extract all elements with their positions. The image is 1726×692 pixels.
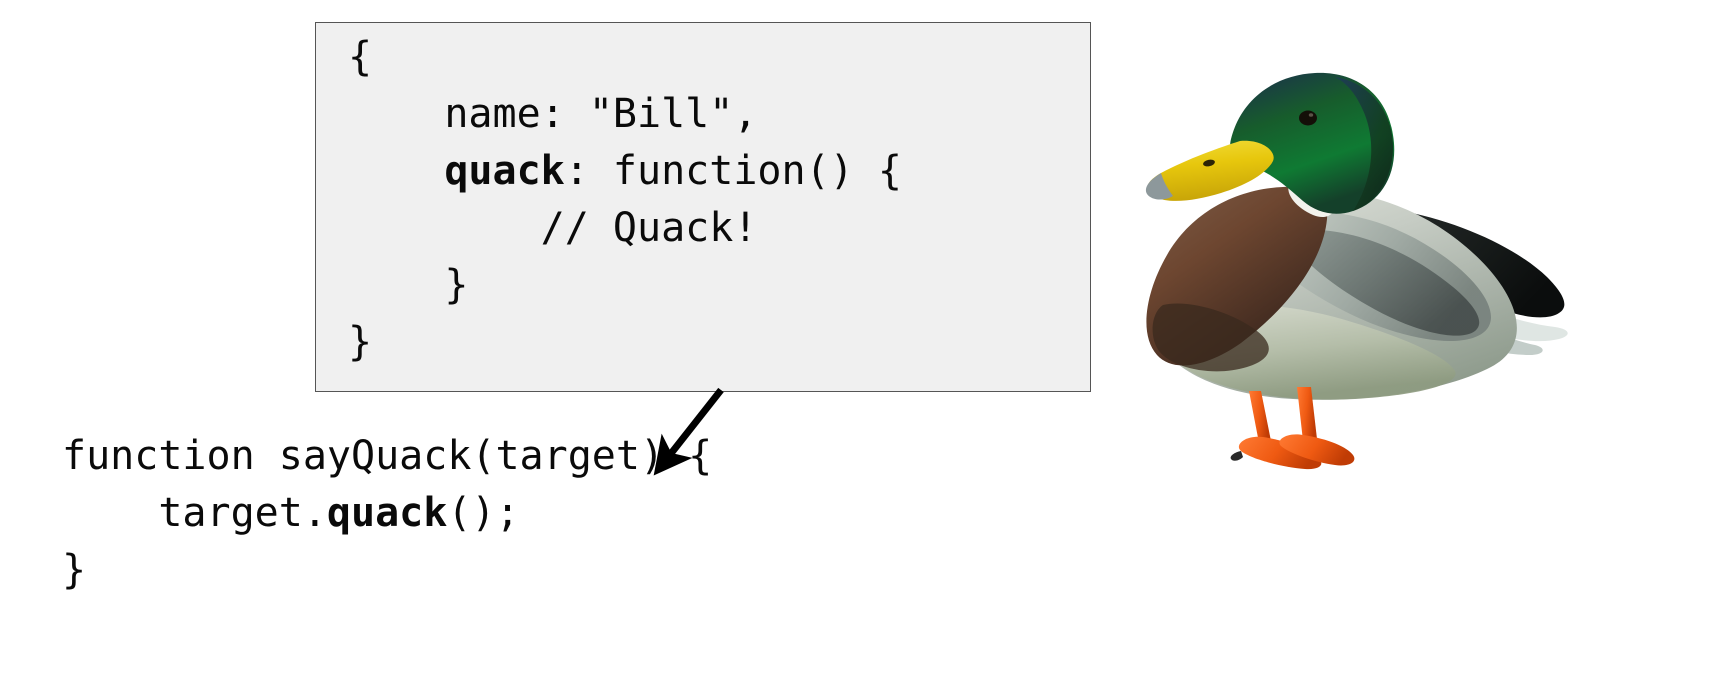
duck-leg-right <box>1297 387 1317 441</box>
mallard-duck-graphic <box>1145 72 1568 470</box>
code-line: name: "Bill", <box>348 86 902 143</box>
code-text: } <box>62 547 87 593</box>
code-text <box>348 148 444 194</box>
duck-nape <box>1335 77 1393 211</box>
code-identifier-bold: quack <box>444 148 565 194</box>
code-line: function sayQuack(target) { <box>62 428 712 485</box>
code-text: } <box>348 262 469 308</box>
duck-foot-left <box>1238 436 1322 470</box>
pointer-arrow <box>653 387 724 476</box>
duck-leg-left <box>1249 391 1271 443</box>
duck-eye <box>1299 110 1317 126</box>
duck-bill <box>1147 140 1274 201</box>
duck-breast-shade <box>1152 303 1269 372</box>
duck-bill-tip <box>1145 173 1173 200</box>
duck-wing-shadow <box>1285 229 1480 336</box>
code-line: { <box>348 29 902 86</box>
code-line: quack: function() { <box>348 143 902 200</box>
duck-claw <box>1230 451 1243 461</box>
code-text: { <box>348 34 373 80</box>
duck-head <box>1230 72 1395 214</box>
code-line: } <box>348 314 902 371</box>
duck-eye-glint <box>1308 113 1314 117</box>
code-text: function sayQuack(target) { <box>62 433 713 479</box>
code-line: target.quack(); <box>62 485 712 542</box>
duck-nostril <box>1203 159 1215 167</box>
code-text: } <box>348 319 373 365</box>
function-code: function sayQuack(target) { target.quack… <box>62 428 712 599</box>
duck-foot-right <box>1279 434 1355 466</box>
code-text: : function() { <box>564 148 902 194</box>
code-text: name: "Bill", <box>348 91 758 137</box>
duck-image <box>1035 55 1575 485</box>
code-text: target. <box>62 490 327 536</box>
object-literal-code: { name: "Bill", quack: function() { // Q… <box>348 29 902 371</box>
code-text: // Quack! <box>348 205 758 251</box>
code-line: } <box>62 542 712 599</box>
code-identifier-bold: quack <box>326 490 448 536</box>
object-literal-box: { name: "Bill", quack: function() { // Q… <box>315 22 1091 392</box>
code-text: (); <box>447 490 520 536</box>
code-line: // Quack! <box>348 200 902 257</box>
arrow-shaft <box>653 387 724 476</box>
code-line: } <box>348 257 902 314</box>
